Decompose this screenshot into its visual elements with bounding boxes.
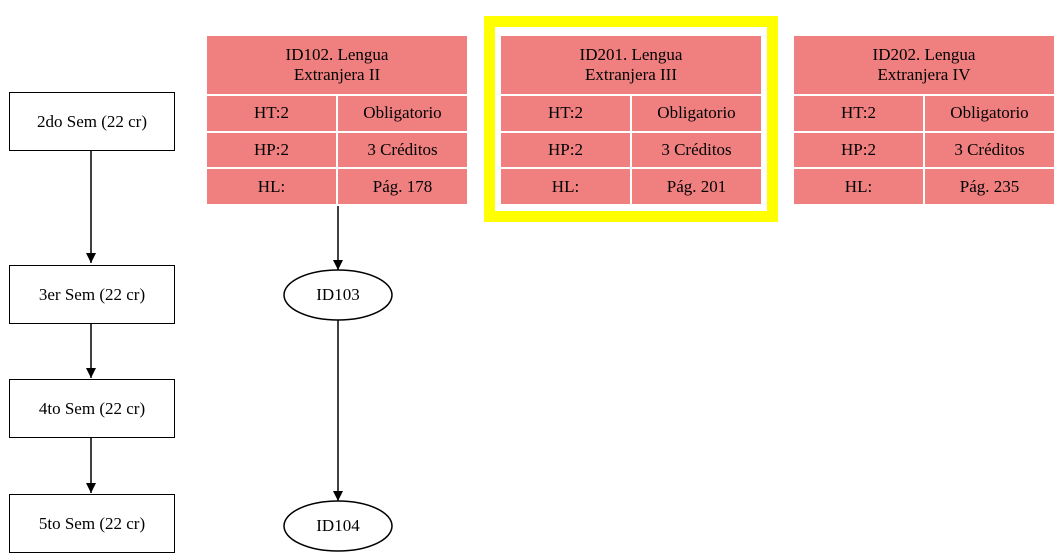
- course-credits: 3 Créditos: [925, 132, 1054, 168]
- course-table: ID102. Lengua Extranjera II HT:2 Obligat…: [205, 34, 469, 206]
- course-hp: HP:2: [794, 132, 923, 168]
- course-ht: HT:2: [794, 96, 923, 131]
- course-table: ID201. Lengua Extranjera III HT:2 Obliga…: [499, 34, 763, 206]
- semester-label: 3er Sem (22 cr): [38, 284, 146, 304]
- node-id104-label: ID104: [316, 516, 360, 535]
- course-ht: HT:2: [501, 96, 630, 131]
- semester-label: 2do Sem (22 cr): [36, 111, 147, 131]
- semester-box-2do: 2do Sem (22 cr): [9, 92, 175, 151]
- course-ht: HT:2: [207, 96, 336, 131]
- course-type: Obligatorio: [338, 96, 467, 131]
- selected-course-highlight: [484, 16, 778, 222]
- course-page: Pág. 178: [338, 169, 467, 204]
- node-id103-shape: [283, 269, 393, 321]
- course-hl: HL:: [501, 169, 630, 204]
- node-id103-label: ID103: [316, 285, 360, 304]
- course-credits: 3 Créditos: [338, 132, 467, 168]
- course-title: ID202. Lengua Extranjera IV: [794, 36, 1054, 94]
- course-title: ID102. Lengua Extranjera II: [207, 36, 467, 94]
- course-page: Pág. 201: [632, 169, 761, 204]
- course-type: Obligatorio: [632, 96, 761, 131]
- course-hl: HL:: [794, 169, 923, 204]
- semester-box-4to: 4to Sem (22 cr): [9, 379, 175, 438]
- course-card-id102: ID102. Lengua Extranjera II HT:2 Obligat…: [205, 34, 469, 206]
- course-hl: HL:: [207, 169, 336, 204]
- course-credits: 3 Créditos: [632, 132, 761, 168]
- course-title: ID201. Lengua Extranjera III: [501, 36, 761, 94]
- node-id104-shape: [283, 500, 393, 552]
- course-page: Pág. 235: [925, 169, 1054, 204]
- course-hp: HP:2: [501, 132, 630, 168]
- course-table: ID202. Lengua Extranjera IV HT:2 Obligat…: [792, 34, 1056, 206]
- semester-label: 5to Sem (22 cr): [38, 513, 146, 533]
- course-hp: HP:2: [207, 132, 336, 168]
- course-type: Obligatorio: [925, 96, 1054, 131]
- semester-label: 4to Sem (22 cr): [38, 398, 146, 418]
- semester-box-5to: 5to Sem (22 cr): [9, 494, 175, 553]
- semester-box-3er: 3er Sem (22 cr): [9, 265, 175, 324]
- course-card-id201: ID201. Lengua Extranjera III HT:2 Obliga…: [499, 34, 763, 206]
- course-card-id202: ID202. Lengua Extranjera IV HT:2 Obligat…: [792, 34, 1056, 206]
